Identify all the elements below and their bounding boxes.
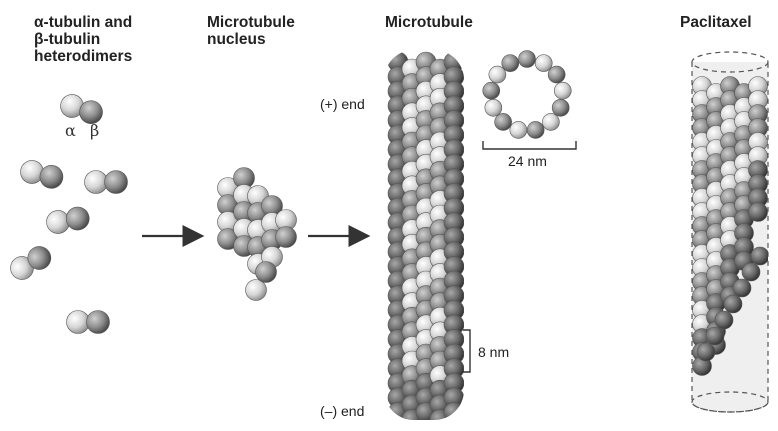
beta-tubulin-sphere: [697, 343, 715, 361]
heterodimer: [45, 205, 91, 235]
beta-tubulin-sphere: [87, 311, 110, 334]
beta-tubulin-sphere: [751, 247, 769, 265]
ring-subunit: [483, 82, 500, 99]
ring-subunit: [527, 121, 544, 138]
heterodimer: [18, 158, 65, 191]
heterodimer: [85, 171, 128, 194]
ring-subunit: [510, 121, 527, 138]
beta-tubulin-sphere: [706, 327, 724, 345]
alpha-tubulin-sphere: [85, 171, 108, 194]
alpha-tubulin-sphere: [67, 311, 90, 334]
ring-subunit: [502, 55, 519, 72]
ring-subunit: [542, 113, 559, 130]
microtubule-cross-section: [483, 51, 571, 139]
ring-subunit: [554, 82, 571, 99]
beta-tubulin-sphere: [444, 402, 464, 422]
microtubule-nucleus: [218, 168, 297, 301]
dimer-length-label: 8 nm: [478, 344, 509, 361]
ring-subunit: [535, 55, 552, 72]
ring-subunit: [495, 113, 512, 130]
heterodimer: [67, 311, 110, 334]
minus-end-label: (–) end: [320, 403, 364, 420]
beta-tubulin-sphere: [64, 205, 91, 232]
beta-tubulin-sphere: [715, 311, 733, 329]
dimer-length-bracket: [463, 330, 470, 372]
ring-subunit: [519, 51, 536, 68]
alpha-tubulin-sphere: [246, 280, 267, 301]
beta-tubulin-sphere: [105, 171, 128, 194]
ring-subunit: [548, 66, 565, 83]
ring-subunit: [485, 99, 502, 116]
nucleus-title-line2: nucleus: [207, 31, 266, 48]
beta-tubulin-sphere: [742, 263, 760, 281]
beta-tubulin-sphere: [256, 262, 277, 283]
beta-tubulin-sphere: [724, 295, 742, 313]
plus-end-label: (+) end: [320, 96, 365, 113]
beta-tubulin-sphere: [733, 279, 751, 297]
nucleus-title-line1: Microtubule: [207, 14, 295, 31]
beta-tubulin-sphere: [749, 203, 768, 222]
ring-subunit: [489, 66, 506, 83]
diameter-label: 24 nm: [508, 153, 547, 170]
paclitaxel-microtubule: [692, 52, 769, 412]
microtubule: [388, 52, 464, 426]
beta-label: β: [90, 121, 99, 140]
microtubule-title: Microtubule: [385, 14, 473, 31]
paclitaxel-title: Paclitaxel: [680, 14, 752, 31]
diameter-bracket: [483, 141, 576, 149]
beta-tubulin-sphere: [276, 227, 297, 248]
dimers-title-line1: α-tubulin and: [34, 14, 132, 31]
ring-subunit: [552, 99, 569, 116]
dimers-title-line3: heterodimers: [34, 48, 132, 65]
alpha-label: α: [65, 121, 76, 140]
dimers-title-line2: β-tubulin: [34, 31, 100, 48]
heterodimer: [6, 242, 55, 283]
